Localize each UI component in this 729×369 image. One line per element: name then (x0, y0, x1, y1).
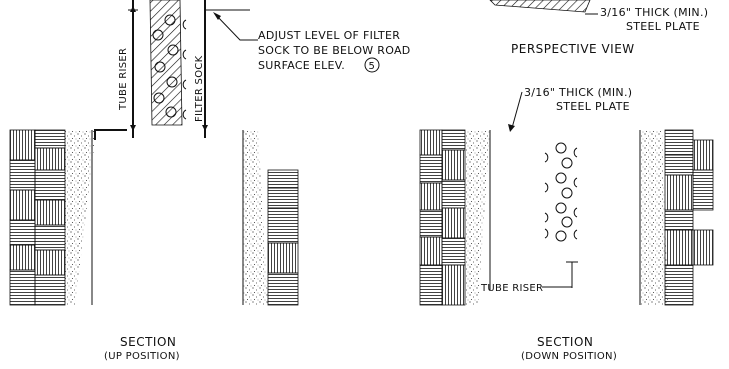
section-up-position: SECTION (UP POSITION) (9, 129, 299, 362)
adjust-note-ref: 5 (369, 61, 376, 72)
riser-filter-detail: TUBE RISER FILTER SOCK (118, 0, 250, 138)
tube-riser-label: TUBE RISER (118, 48, 129, 111)
perforations-top (152, 14, 187, 120)
plate-top-line1: 3/16" THICK (MIN.) (600, 6, 708, 19)
adjust-note-line2: SOCK TO BE BELOW ROAD (258, 44, 411, 57)
left-wall-blocks (9, 129, 66, 306)
section-left-title: SECTION (120, 335, 176, 349)
filter-sock-label: FILTER SOCK (194, 55, 205, 122)
plate-mid-line2: STEEL PLATE (556, 100, 630, 113)
adjust-note-line3: SURFACE ELEV. (258, 59, 345, 72)
section-down-position: 3/16" THICK (MIN.) STEEL PLATE (419, 86, 714, 362)
down-right-wall-blocks (664, 129, 714, 306)
section-right-title: SECTION (537, 335, 593, 349)
perspective-view-title: PERSPECTIVE VIEW (511, 42, 635, 56)
section-right-sub: (DOWN POSITION) (521, 351, 617, 362)
adjust-note: ADJUST LEVEL OF FILTER SOCK TO BE BELOW … (213, 12, 411, 73)
perspective-view: 3/16" THICK (MIN.) STEEL PLATE PERSPECTI… (489, 0, 708, 56)
right-wall-blocks (267, 169, 299, 306)
down-left-wall-blocks (419, 129, 466, 306)
section-left-sub: (UP POSITION) (104, 351, 180, 362)
perforations-down (544, 142, 578, 242)
plate-mid-line1: 3/16" THICK (MIN.) (524, 86, 632, 99)
adjust-note-line1: ADJUST LEVEL OF FILTER (258, 29, 400, 42)
tube-riser-down-label: TUBE RISER (480, 283, 543, 294)
plate-top-line2: STEEL PLATE (626, 20, 700, 33)
